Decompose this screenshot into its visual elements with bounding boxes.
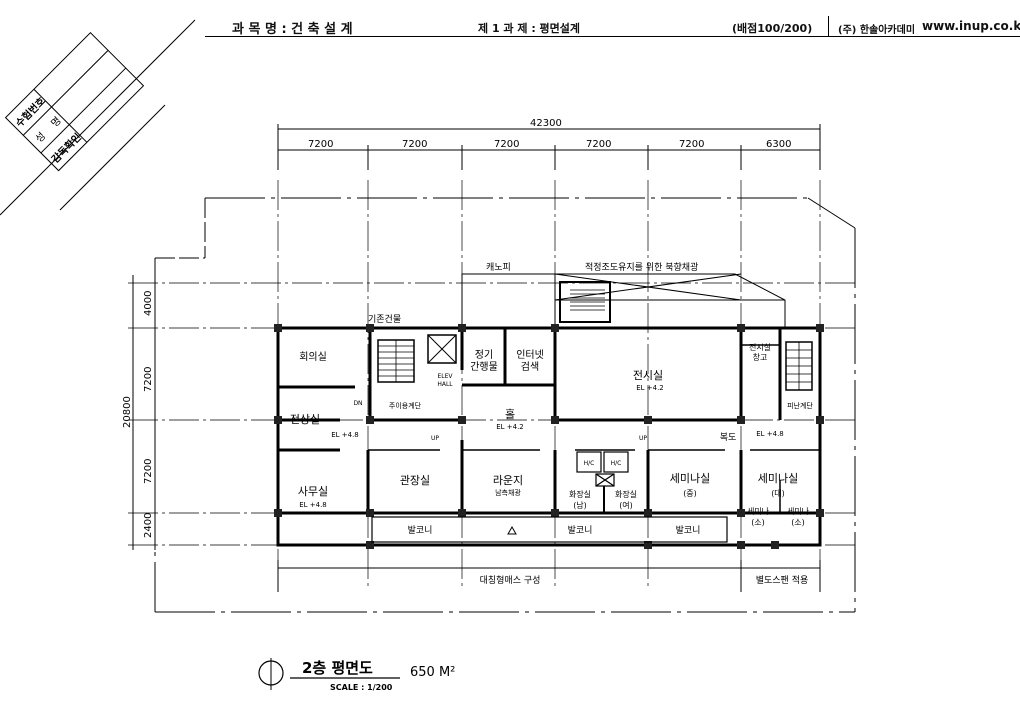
stamp-box: 수험번호 성 명 감독확인 <box>4 32 145 172</box>
room-storage-1: 전시실 <box>749 342 771 352</box>
room-seminar-s2-1: 세미나 <box>787 507 810 516</box>
room-left-el: EL +4.8 <box>331 431 359 439</box>
elevator <box>427 334 457 364</box>
dim-row-3: 7200 <box>143 459 154 484</box>
room-internet-2: 검색 <box>521 361 539 373</box>
top-dimensions <box>277 124 821 170</box>
evac-stair <box>785 341 813 391</box>
header-academy: (주) 한솔아카데미 <box>838 25 916 36</box>
label-up-1: UP <box>431 435 439 442</box>
dim-span-2: 7200 <box>402 139 427 150</box>
room-periodical-2: 간행물 <box>470 361 498 373</box>
stamp-exam-no: 수험번호 <box>13 94 48 129</box>
stamp-diag-2 <box>59 104 166 211</box>
dim-total: 42300 <box>530 118 562 129</box>
room-seminar-large-1: 세미나실 <box>758 472 798 485</box>
balcony <box>371 516 728 543</box>
header-score: (배점100/200) <box>732 22 813 35</box>
entrance-marker <box>507 525 517 535</box>
room-internet-1: 인터넷 <box>516 349 544 361</box>
dim-row-2: 7200 <box>143 367 154 392</box>
room-seminar-mid-1: 세미나실 <box>670 472 710 485</box>
room-periodical-1: 정기 <box>475 349 493 361</box>
room-toilet-m-1: 화장실 <box>569 489 591 499</box>
room-seminar-mid-2: (중) <box>683 489 697 498</box>
room-toilet-f-1: 화장실 <box>615 489 637 499</box>
room-director: 관장실 <box>400 474 430 487</box>
room-lounge-sub: 남측채광 <box>495 488 521 497</box>
room-seminar-s2-2: (소) <box>791 518 805 527</box>
room-toilet-m-2: (남) <box>573 501 587 510</box>
canopy <box>461 273 786 329</box>
title-name: 2층 평면도 <box>302 659 373 677</box>
toilet-core <box>576 451 629 513</box>
room-corridor-el: EL +4.8 <box>756 430 784 438</box>
label-dn-1: DN <box>353 400 362 407</box>
header-subject: 과 목 명 : 건 축 설 계 <box>232 22 353 37</box>
header-website: www.inup.co.kr <box>922 19 1020 33</box>
label-canopy: 캐노피 <box>486 262 511 273</box>
room-lounge: 라운지 <box>493 474 523 487</box>
site-lines <box>154 197 856 613</box>
bottom-dimensions <box>277 560 821 592</box>
room-exhibit-el: EL +4.2 <box>636 384 664 392</box>
dim-span-6: 6300 <box>766 139 791 150</box>
room-office: 사무실 <box>298 485 328 498</box>
room-seminar-large-2: (대) <box>771 489 785 498</box>
room-toilet-f-2: (여) <box>619 500 633 510</box>
room-seminar-s1-1: 세미나 <box>747 507 770 516</box>
room-corridor: 복도 <box>720 432 737 443</box>
room-elev-2: HALL <box>437 381 453 388</box>
room-nursing: 전상실 <box>290 413 320 426</box>
label-separate-span: 별도스팬 적용 <box>756 574 809 586</box>
dim-span-4: 7200 <box>586 139 611 150</box>
header-divider <box>828 16 829 36</box>
dim-row-4: 2400 <box>143 513 154 538</box>
grid-rows <box>128 282 855 546</box>
room-office-el: EL +4.8 <box>299 501 327 509</box>
room-hall: 홀 <box>505 408 515 421</box>
balcony-3: 발코니 <box>676 525 701 536</box>
label-sym-mass: 대칭형매스 구성 <box>480 575 541 586</box>
title-scale: SCALE : 1/200 <box>330 683 393 692</box>
room-seminar-s1-2: (소) <box>751 518 765 527</box>
title-block: 2층 평면도 SCALE : 1/200 650 M² <box>258 658 455 692</box>
room-exhibit: 전시실 <box>633 369 663 382</box>
main-stair <box>377 339 415 383</box>
dim-row-1: 4000 <box>143 291 154 316</box>
thin-walls <box>368 344 820 513</box>
north-stair <box>559 281 611 323</box>
room-hc-1: H/C <box>584 460 595 467</box>
header-task: 제 1 과 제 : 평면설계 <box>478 22 581 35</box>
room-main-stair: 주이용계단 <box>389 401 422 410</box>
dim-span-3: 7200 <box>494 139 519 150</box>
label-up-2: UP <box>639 435 647 442</box>
room-evac-stair: 피난계단 <box>787 401 813 410</box>
dim-span-5: 7200 <box>679 139 704 150</box>
balcony-2: 발코니 <box>568 525 593 536</box>
room-elev-1: ELEV <box>437 373 453 380</box>
room-meeting: 회의실 <box>299 351 327 363</box>
stamp-diag-1 <box>0 19 196 216</box>
title-area: 650 M² <box>410 665 455 680</box>
room-hc-2: H/C <box>611 460 622 467</box>
label-existing: 기존건물 <box>368 314 401 325</box>
left-dimensions <box>132 275 156 550</box>
room-storage-2: 창고 <box>753 353 768 362</box>
header-rule <box>205 36 1020 37</box>
dim-span-1: 7200 <box>308 139 333 150</box>
stamp-name1: 성 <box>33 130 48 145</box>
balcony-1: 발코니 <box>408 525 433 536</box>
room-hall-el: EL +4.2 <box>496 423 524 431</box>
dim-total-vertical: 20800 <box>122 396 133 428</box>
columns <box>274 324 824 549</box>
label-north-light: 적정조도유지를 위한 북향채광 <box>585 261 698 273</box>
